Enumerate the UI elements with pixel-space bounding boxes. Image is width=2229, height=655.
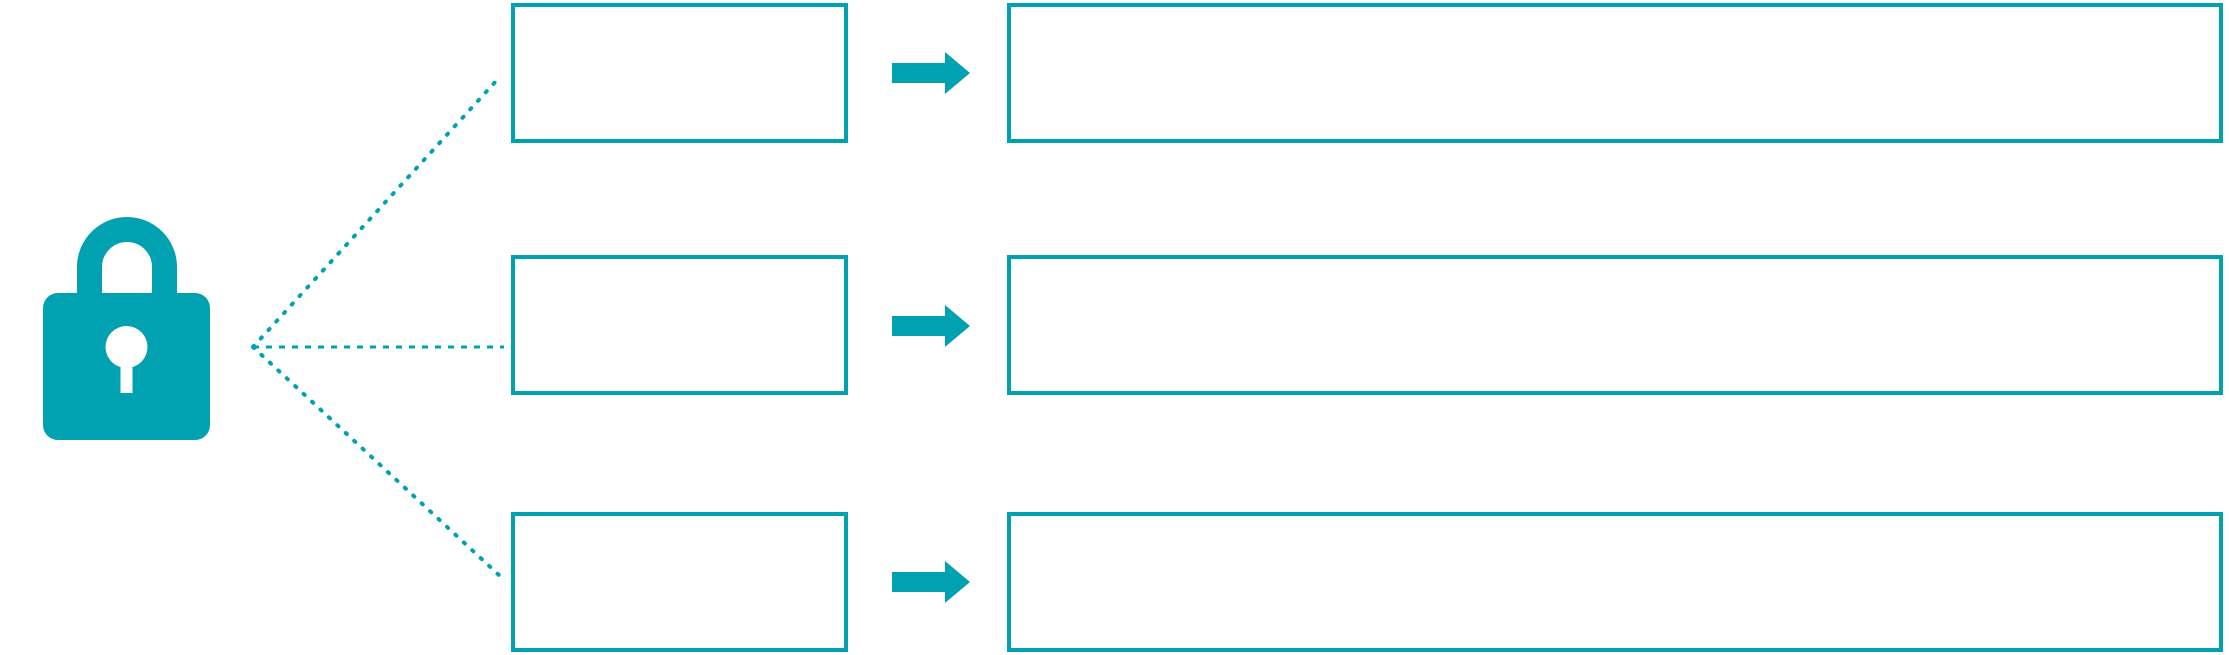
term-box-1 <box>511 3 848 143</box>
lock-shackle <box>77 217 177 312</box>
definition-box-1 <box>1007 3 2223 143</box>
arrow-right-icon <box>892 561 970 603</box>
arrow-right-icon <box>892 52 970 94</box>
arrow-right-icon <box>892 305 970 347</box>
definition-box-2 <box>1007 255 2223 395</box>
definition-box-3 <box>1007 512 2223 652</box>
dotted-line-bottom <box>251 345 502 578</box>
term-box-2 <box>511 255 848 395</box>
dotted-line-top <box>251 78 499 349</box>
term-box-3 <box>511 512 848 652</box>
lock-keyhole-stem <box>120 357 133 393</box>
lock-keyhole-icon <box>105 326 148 368</box>
lock-icon <box>43 217 210 440</box>
